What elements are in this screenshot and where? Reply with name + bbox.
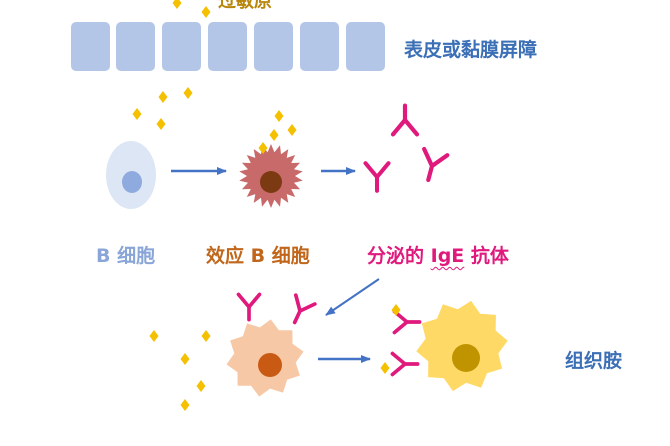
- barrier-label: 表皮或黏膜屏障: [404, 39, 538, 61]
- ige-antibody: [366, 163, 389, 191]
- ige-antibody: [283, 293, 317, 329]
- barrier-cell: [300, 22, 339, 71]
- allergen-particle: [269, 129, 279, 141]
- barrier-cell: [71, 22, 110, 71]
- arrow-antibody-to-mast: [325, 278, 380, 316]
- allergen-particle: [132, 108, 142, 120]
- allergen-particle: [183, 87, 193, 99]
- barrier-cell: [208, 22, 247, 71]
- b-cell: [106, 141, 156, 209]
- ige-antibody: [236, 292, 262, 322]
- ige-prefix: 分泌的: [367, 245, 431, 267]
- allergen-particle: [180, 399, 190, 411]
- allergen-particle: [156, 118, 166, 130]
- ige-antibody: [393, 106, 417, 135]
- b-cell-label: B 细胞: [96, 245, 156, 267]
- allergen-particle: [274, 110, 284, 122]
- allergen-particle: [380, 362, 390, 374]
- barrier-cell: [162, 22, 201, 71]
- allergen-particle: [287, 124, 297, 136]
- ige-suffix: 抗体: [464, 245, 509, 267]
- allergen-particle: [196, 380, 206, 392]
- ige-antibody: [392, 309, 422, 335]
- barrier-cell: [254, 22, 293, 71]
- ige-antibody: [417, 149, 448, 183]
- allergen-particle: [172, 0, 182, 9]
- histamine-cell: [416, 300, 508, 392]
- ige-name: IgE: [430, 245, 465, 267]
- mast-cell: [226, 319, 304, 397]
- allergen-particle: [180, 353, 190, 365]
- allergen-particle: [158, 91, 168, 103]
- allergen-particle: [201, 6, 211, 18]
- allergen-particle: [149, 330, 159, 342]
- barrier-cell: [116, 22, 155, 71]
- ige-antibody: [390, 351, 420, 377]
- allergen-particle: [201, 330, 211, 342]
- histamine-label: 组织胺: [565, 350, 623, 372]
- allergen-label: 过敏原: [218, 0, 272, 12]
- epithelial-barrier: [71, 22, 385, 71]
- plasma-cell: [239, 144, 303, 208]
- barrier-cell: [346, 22, 385, 71]
- plasma-cell-label: 效应 B 细胞: [206, 245, 310, 267]
- ige-antibody-label: 分泌的 IgE 抗体: [367, 241, 509, 268]
